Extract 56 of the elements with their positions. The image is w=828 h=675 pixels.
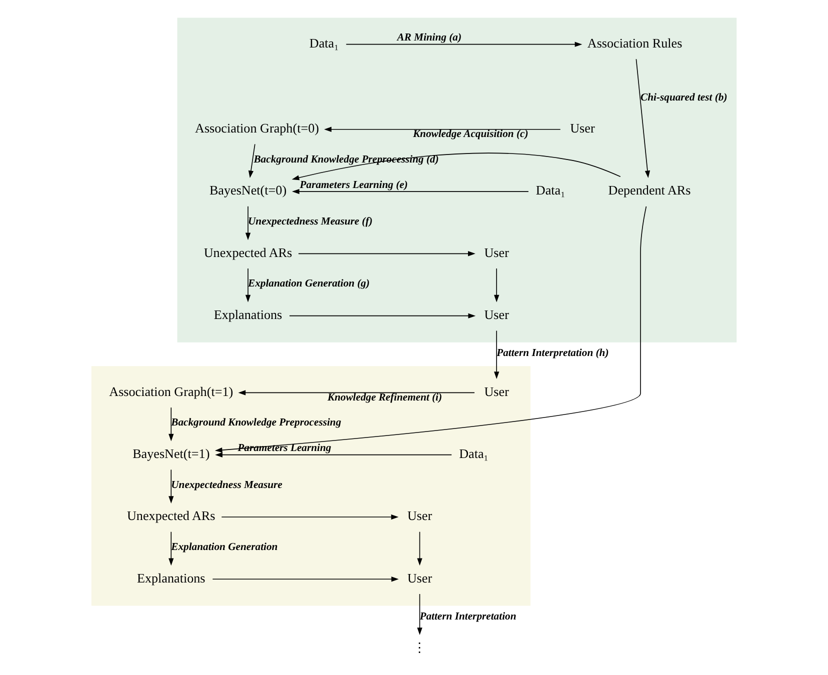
edge-label: Pattern Interpretation (h)	[496, 348, 609, 360]
arrow	[248, 144, 256, 178]
arrow	[636, 58, 650, 178]
node-text: Data₁	[309, 35, 339, 50]
node-text: Unexpected ARs	[204, 244, 292, 260]
edge-label: AR Mining (a)	[397, 32, 462, 44]
arrow	[417, 594, 422, 636]
node-text: BayesNet(t=0)	[209, 182, 287, 198]
arrow	[494, 268, 500, 302]
cluster	[177, 18, 737, 342]
arrow	[298, 251, 476, 256]
arrow	[417, 531, 422, 566]
cluster	[91, 366, 531, 606]
node-text: Explanations	[214, 306, 282, 322]
edge-label: Unexpectedness Measure (f)	[248, 216, 373, 228]
arrow	[238, 390, 475, 396]
arrow	[292, 188, 529, 194]
edge-label: Pattern Interpretation	[420, 612, 516, 623]
arrow	[346, 42, 582, 47]
edge-label: Chi-squared test (b)	[640, 92, 728, 104]
edge-label: Parameters Learning (e)	[300, 180, 408, 191]
arrow	[221, 514, 399, 520]
node-text: User	[570, 120, 595, 136]
edge-label: Parameters Learning	[238, 443, 332, 454]
node-text: User	[484, 306, 509, 322]
node-text: BayesNet(t=1)	[132, 446, 210, 461]
edge-label: Knowledge Refinement (i)	[328, 392, 442, 404]
node-text: User	[407, 570, 432, 586]
arrow	[494, 330, 500, 380]
arrow	[214, 206, 647, 453]
node-text: Association Rules	[587, 35, 682, 50]
arrow	[292, 152, 621, 180]
node-text: Unexpected ARs	[127, 508, 216, 524]
edge-label: Background Knowledge Preprocessing	[171, 418, 342, 429]
arrow	[215, 452, 452, 458]
node-text: Data₁	[536, 182, 566, 198]
arrow	[245, 206, 251, 240]
node-text: Explanations	[136, 570, 206, 586]
node-text: Data₁	[459, 446, 488, 461]
arrow	[245, 268, 251, 302]
arrow	[212, 576, 399, 582]
node-text: User	[484, 384, 509, 399]
arrow	[168, 407, 174, 442]
node-text: User	[407, 508, 432, 524]
node-text: Dependent ARs	[608, 182, 691, 198]
edge-label: Unexpectedness Measure	[171, 480, 282, 491]
node-text: User	[484, 244, 509, 260]
arrow	[289, 313, 476, 318]
arrow	[168, 531, 174, 566]
node-text: ⋮	[413, 640, 426, 655]
edge-label: Explanation Generation	[171, 542, 278, 554]
node-text: Association Graph(t=1)	[109, 384, 234, 399]
arrow	[324, 126, 561, 132]
node-text: Association Graph(t=0)	[195, 120, 319, 136]
edge-label: Knowledge Acquisition (c)	[412, 129, 528, 140]
arrow	[168, 469, 174, 504]
